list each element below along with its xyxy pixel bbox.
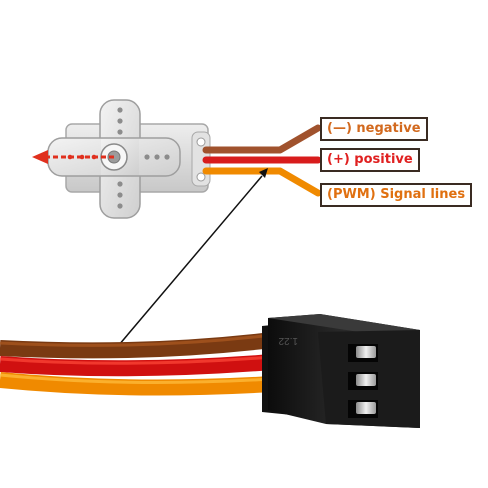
servo-horn [48, 100, 180, 218]
servo-motor [32, 100, 210, 218]
servo-wires [206, 128, 318, 193]
connector-plug: 1.22 [262, 314, 420, 428]
wire-brown-servo [206, 128, 318, 150]
label-signal: (PWM) Signal lines [320, 183, 472, 207]
label-negative-text: (—) negative [327, 121, 421, 136]
connector-marking: 1.22 [278, 335, 298, 346]
connector-pin-1 [356, 346, 376, 358]
label-negative: (—) negative [320, 117, 428, 141]
label-signal-text: (PWM) Signal lines [327, 187, 465, 202]
connector-pin-3 [356, 402, 376, 414]
servo-cable [0, 335, 272, 387]
mounting-hole-right-bottom [197, 173, 205, 181]
label-positive-text: (+) positive [327, 152, 413, 167]
connector-pins [348, 344, 378, 418]
mounting-hole-right-top [197, 138, 205, 146]
connector-pin-2 [356, 374, 376, 386]
label-positive: (+) positive [320, 148, 420, 172]
